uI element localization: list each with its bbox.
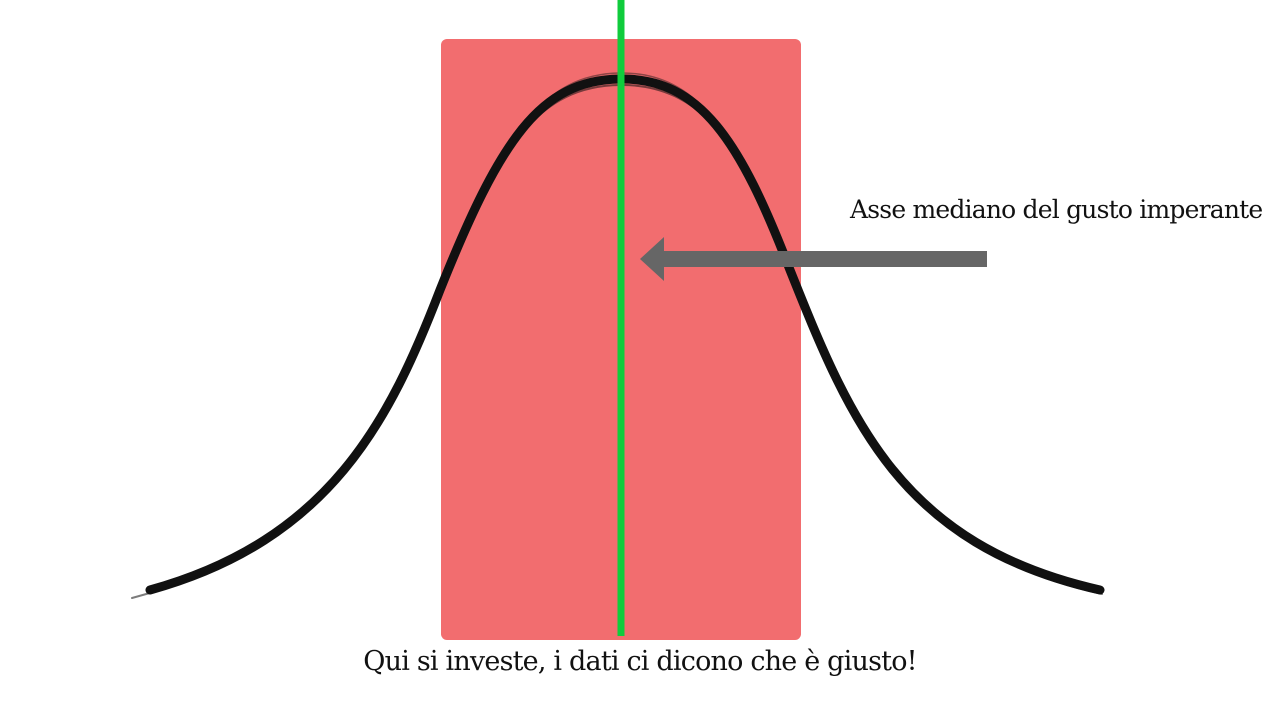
arrow-left-icon — [640, 237, 987, 281]
investment-caption: Qui si investe, i dati ci dicono che è g… — [363, 646, 917, 677]
median-axis-annotation: Asse mediano del gusto imperante — [850, 195, 1263, 224]
